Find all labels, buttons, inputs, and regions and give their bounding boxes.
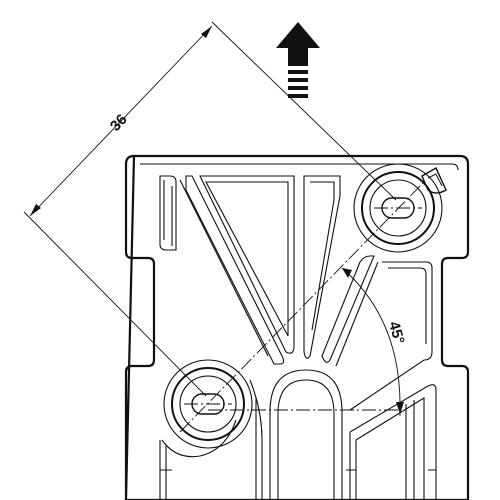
- part-outline: [124, 154, 470, 500]
- lower-left-boss: [163, 359, 253, 449]
- inner-contours: [140, 163, 459, 500]
- center-lines: [179, 179, 427, 433]
- length-dimension-arrows: [30, 26, 212, 216]
- arrow-up-icon: [276, 22, 320, 98]
- angle-dimension-arrows: [342, 268, 404, 414]
- length-dimension: [23, 21, 397, 397]
- angle-dimension-label: 45°: [385, 320, 408, 346]
